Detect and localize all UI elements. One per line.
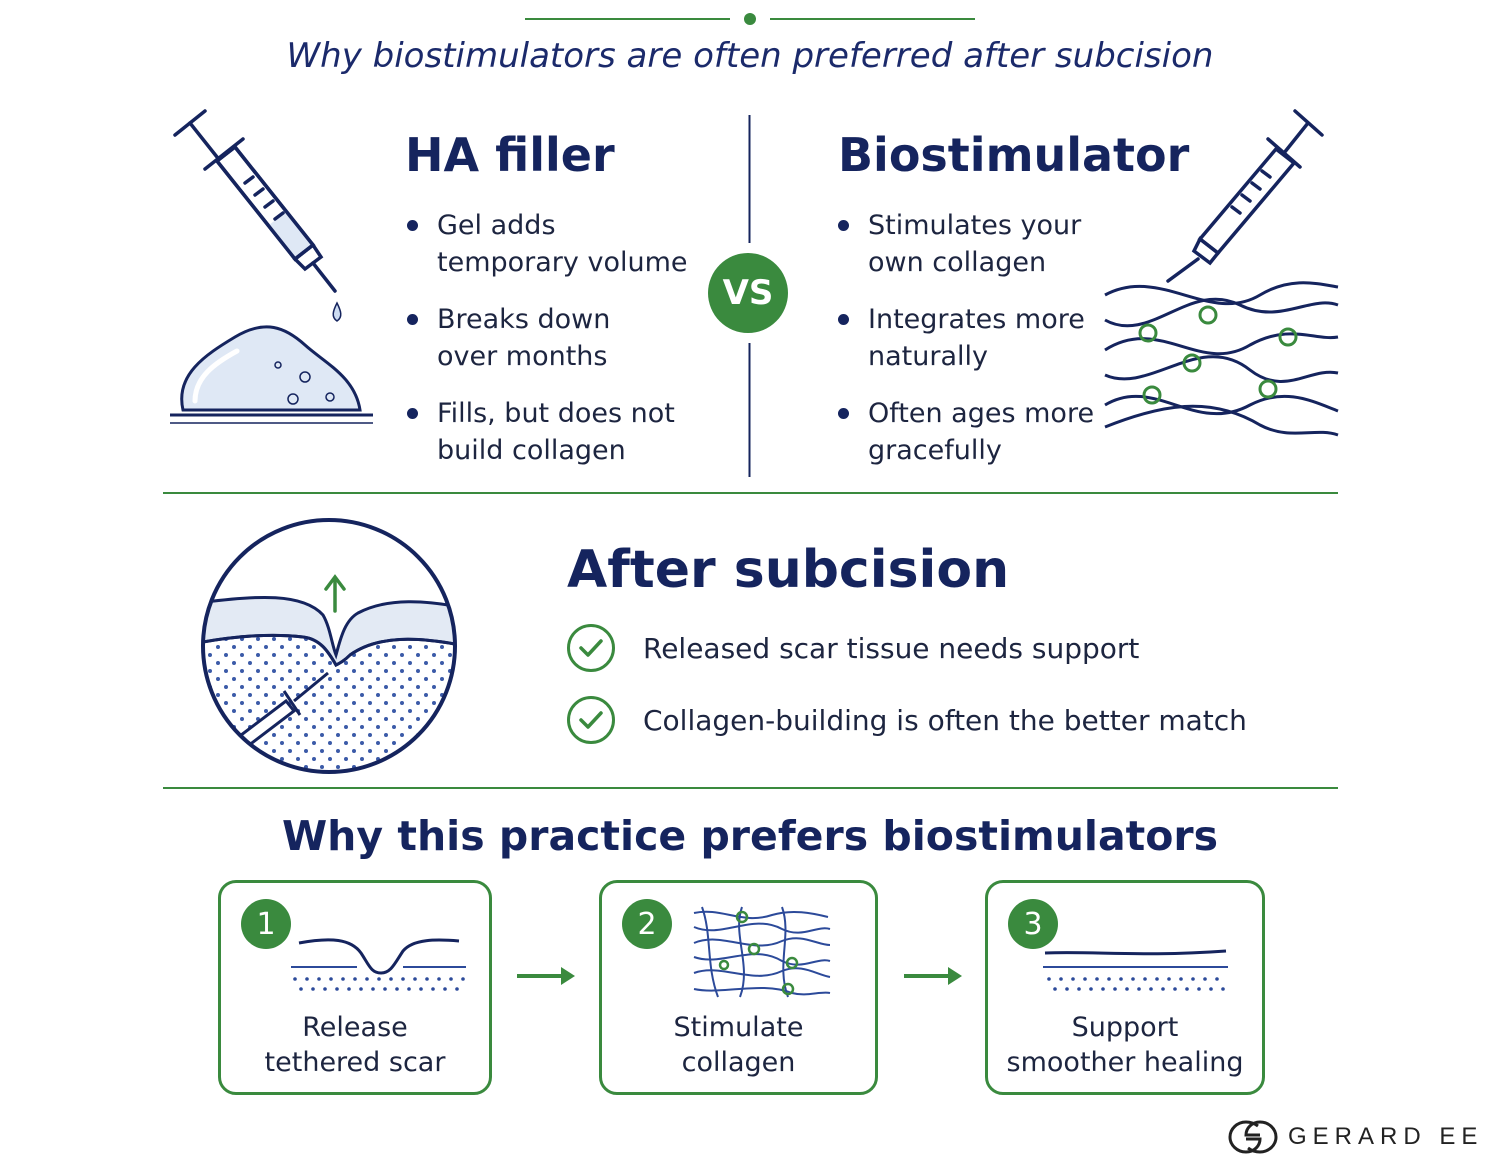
vs-badge: VS <box>708 253 788 333</box>
gel-blob-icon <box>170 325 373 424</box>
step-number: 1 <box>241 899 291 949</box>
syringe-collagen-illustration <box>1104 109 1339 437</box>
syringe-icon <box>1166 109 1324 283</box>
check-item: Collagen-building is often the better ma… <box>567 696 1247 744</box>
subcision-illustration <box>201 518 457 774</box>
page-subtitle: Why biostimulators are often preferred a… <box>286 36 1214 76</box>
check-text: Released scar tissue needs support <box>643 631 1140 665</box>
tethered-scar-icon <box>291 938 466 991</box>
ha-filler-title: HA filler <box>405 128 615 182</box>
vs-divider <box>748 115 751 477</box>
check-text: Collagen-building is often the better ma… <box>643 703 1247 737</box>
collagen-mesh-icon <box>693 906 831 998</box>
arrow-right-icon <box>517 967 575 985</box>
step-label: Release tethered scar <box>264 1012 446 1078</box>
step-card-release: 1 Release tethered scar <box>218 880 492 1095</box>
section-divider <box>163 492 1338 494</box>
check-icon <box>567 624 615 672</box>
step-label: Support smoother healing <box>1006 1012 1244 1078</box>
after-subcision-title: After subcision <box>567 540 1010 600</box>
arrow-right-icon <box>904 967 962 985</box>
logo-text: GERARD EE <box>1288 1123 1484 1150</box>
step-card-stimulate: 2 Stimulate collagen <box>599 880 878 1095</box>
practice-title: Why this practice prefers biostimulators <box>281 812 1219 860</box>
check-item: Released scar tissue needs support <box>567 624 1139 672</box>
syringe-gel-illustration <box>170 109 373 424</box>
collagen-mesh-icon <box>1104 281 1339 437</box>
step-label: Stimulate collagen <box>673 1012 804 1078</box>
top-ornament <box>525 13 975 25</box>
arrow-up-icon <box>324 574 346 613</box>
step-number: 2 <box>622 899 672 949</box>
brand-logo: GERARD EE <box>1228 1120 1483 1154</box>
step-number: 3 <box>1008 899 1058 949</box>
check-icon <box>567 696 615 744</box>
syringe-icon <box>173 109 337 293</box>
step-card-support: 3 Support smoother healing <box>985 880 1265 1095</box>
biostimulator-title: Biostimulator <box>838 128 1190 182</box>
smooth-skin-icon <box>1043 949 1228 991</box>
logo-mark-icon <box>1228 1120 1278 1154</box>
section-divider <box>163 787 1338 789</box>
